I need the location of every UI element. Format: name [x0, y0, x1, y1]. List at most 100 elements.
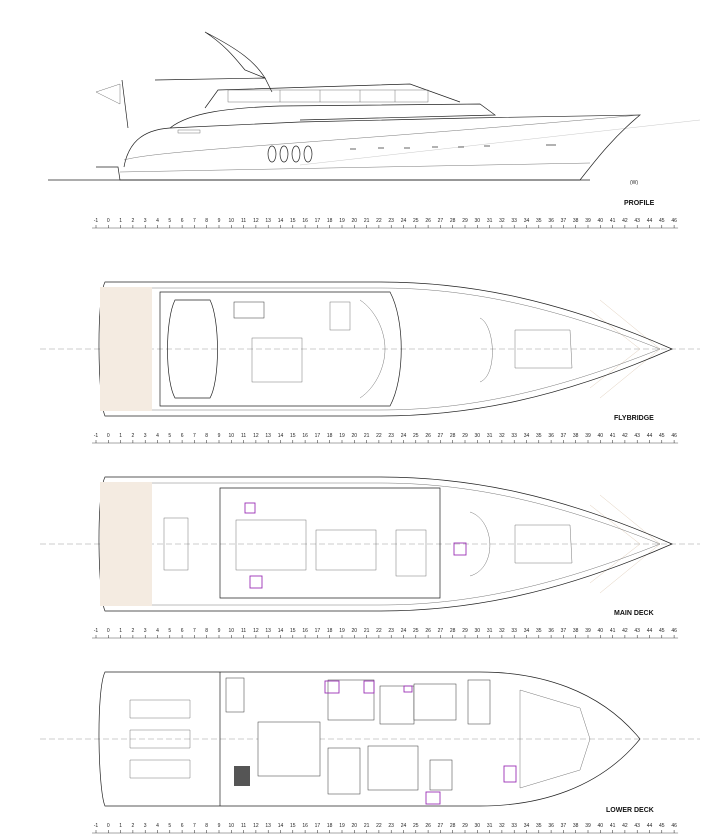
frame-number: 36	[548, 823, 554, 829]
frame-number: 24	[401, 433, 407, 439]
frame-number: 39	[585, 628, 591, 634]
frame-number: 30	[475, 628, 481, 634]
frame-number: 12	[253, 218, 259, 224]
frame-number: 4	[156, 823, 159, 829]
frame-number: 0	[107, 628, 110, 634]
frame-number: 2	[132, 433, 135, 439]
frame-number: 39	[585, 433, 591, 439]
frame-number: 19	[339, 628, 345, 634]
frame-number: 9	[218, 433, 221, 439]
frame-number: 43	[634, 433, 640, 439]
frame-number: 1	[119, 823, 122, 829]
frame-number: 3	[144, 823, 147, 829]
frame-number: 12	[253, 628, 259, 634]
frame-number: 36	[548, 433, 554, 439]
frame-number: 10	[229, 218, 235, 224]
frame-number: 45	[659, 433, 665, 439]
frame-number: 19	[339, 823, 345, 829]
frame-number: 40	[598, 628, 604, 634]
frame-number: 17	[315, 433, 321, 439]
frame-number: 11	[241, 628, 246, 634]
frame-number: 10	[229, 628, 235, 634]
frame-number: 27	[438, 823, 444, 829]
main-deck-view: MAIN DECK	[40, 476, 700, 617]
frame-number: 37	[561, 218, 567, 224]
frame-number: 18	[327, 218, 333, 224]
frame-number: 35	[536, 823, 542, 829]
frame-number: 16	[302, 628, 308, 634]
frame-number: 35	[536, 433, 542, 439]
frame-number: 25	[413, 218, 419, 224]
frame-number: 36	[548, 628, 554, 634]
frame-number: 30	[475, 218, 481, 224]
frame-number: 32	[499, 628, 505, 634]
frame-number: 1	[119, 433, 122, 439]
frame-number: 19	[339, 218, 345, 224]
frame-number: 7	[193, 218, 196, 224]
frame-number: 38	[573, 823, 579, 829]
frame-number: 16	[302, 218, 308, 224]
frame-number: 28	[450, 433, 456, 439]
frame-number: 40	[598, 433, 604, 439]
frame-number: 42	[622, 218, 628, 224]
flybridge-label: FLYBRIDGE	[614, 415, 654, 422]
frame-number: 35	[536, 628, 542, 634]
frame-number: 10	[229, 823, 235, 829]
frame-number: 7	[193, 628, 196, 634]
frame-number: 42	[622, 628, 628, 634]
frame-number: 45	[659, 823, 665, 829]
frame-number: 33	[511, 823, 517, 829]
frame-number: 13	[265, 433, 271, 439]
frame-number: 44	[647, 218, 653, 224]
frame-number: 45	[659, 218, 665, 224]
frame-number: 41	[610, 218, 616, 224]
frame-number: 26	[425, 823, 431, 829]
frame-number: 1	[119, 218, 122, 224]
frame-number: 14	[278, 823, 284, 829]
frame-number: 5	[168, 218, 171, 224]
frame-number: 8	[205, 433, 208, 439]
frame-number: 24	[401, 628, 407, 634]
frame-number: 37	[561, 433, 567, 439]
frame-number: 23	[388, 433, 394, 439]
frame-number: 25	[413, 628, 419, 634]
frame-number: 44	[647, 628, 653, 634]
frame-number: 29	[462, 433, 468, 439]
flybridge-view: FLYBRIDGE	[40, 281, 700, 422]
frame-number: 18	[327, 433, 333, 439]
frame-number: 17	[315, 628, 321, 634]
frame-number: 18	[327, 628, 333, 634]
frame-number: 39	[585, 218, 591, 224]
frame-number: 42	[622, 823, 628, 829]
frame-number: -1	[94, 628, 99, 634]
frame-number: -1	[94, 823, 99, 829]
frame-number: 16	[302, 823, 308, 829]
frame-number: 27	[438, 218, 444, 224]
frame-number: 26	[425, 218, 431, 224]
frame-number: 3	[144, 628, 147, 634]
frame-number: 17	[315, 218, 321, 224]
frame-number: 29	[462, 823, 468, 829]
frame-number: 21	[364, 433, 370, 439]
frame-number: 4	[156, 218, 159, 224]
lower-deck-label: LOWER DECK	[606, 807, 654, 814]
frame-number: 37	[561, 823, 567, 829]
frame-number: 10	[229, 433, 235, 439]
frame-number: 2	[132, 218, 135, 224]
frame-number: 0	[107, 433, 110, 439]
frame-number: 34	[524, 823, 530, 829]
main-deck-label: MAIN DECK	[614, 610, 654, 617]
frame-number: 3	[144, 218, 147, 224]
frame-number: 31	[487, 628, 493, 634]
frame-number: 14	[278, 628, 284, 634]
frame-number: 4	[156, 628, 159, 634]
frame-number: 28	[450, 218, 456, 224]
frame-number: -1	[94, 218, 99, 224]
frame-number: 11	[241, 433, 246, 439]
frame-number: 40	[598, 823, 604, 829]
frame-number: 37	[561, 628, 567, 634]
frame-number: 43	[634, 628, 640, 634]
frame-number: 20	[352, 433, 358, 439]
frame-number: 15	[290, 433, 296, 439]
